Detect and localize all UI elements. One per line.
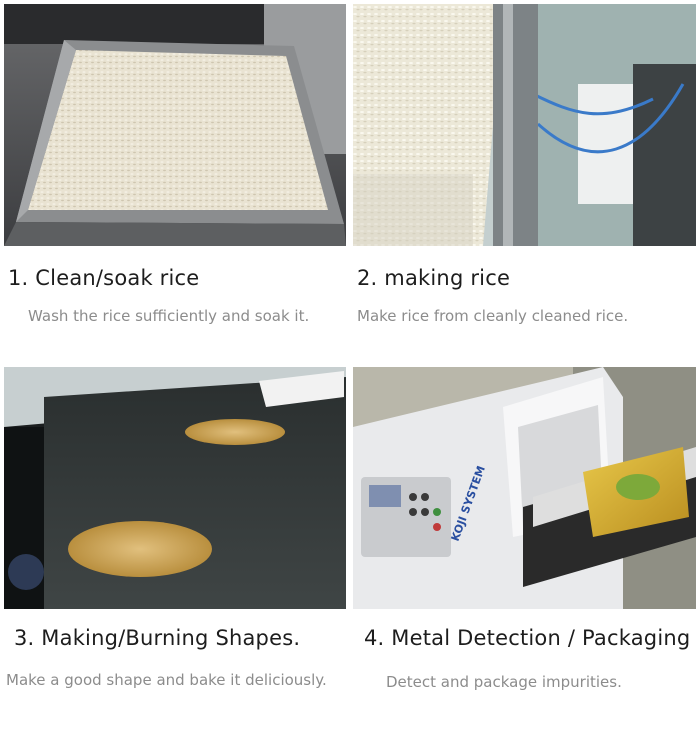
- step4-title: 4. Metal Detection / Packaging: [364, 626, 691, 650]
- step1-description: Wash the rice sufficiently and soak it.: [28, 307, 310, 325]
- step2-title: 2. making rice: [357, 266, 511, 290]
- step3-description: Make a good shape and bake it deliciousl…: [6, 671, 327, 689]
- step4-photo-metal-detector: KOJI SYSTEM: [353, 367, 696, 609]
- step2-photo-rice-machine: [353, 4, 696, 246]
- step1-title: 1. Clean/soak rice: [8, 266, 200, 290]
- step2-description: Make rice from cleanly cleaned rice.: [357, 307, 629, 325]
- step3-title: 3. Making/Burning Shapes.: [14, 626, 301, 650]
- step3-photo-rice-cakes: [4, 367, 346, 609]
- step4-description: Detect and package impurities.: [386, 673, 622, 691]
- step1-photo-rice-tray: [4, 4, 346, 246]
